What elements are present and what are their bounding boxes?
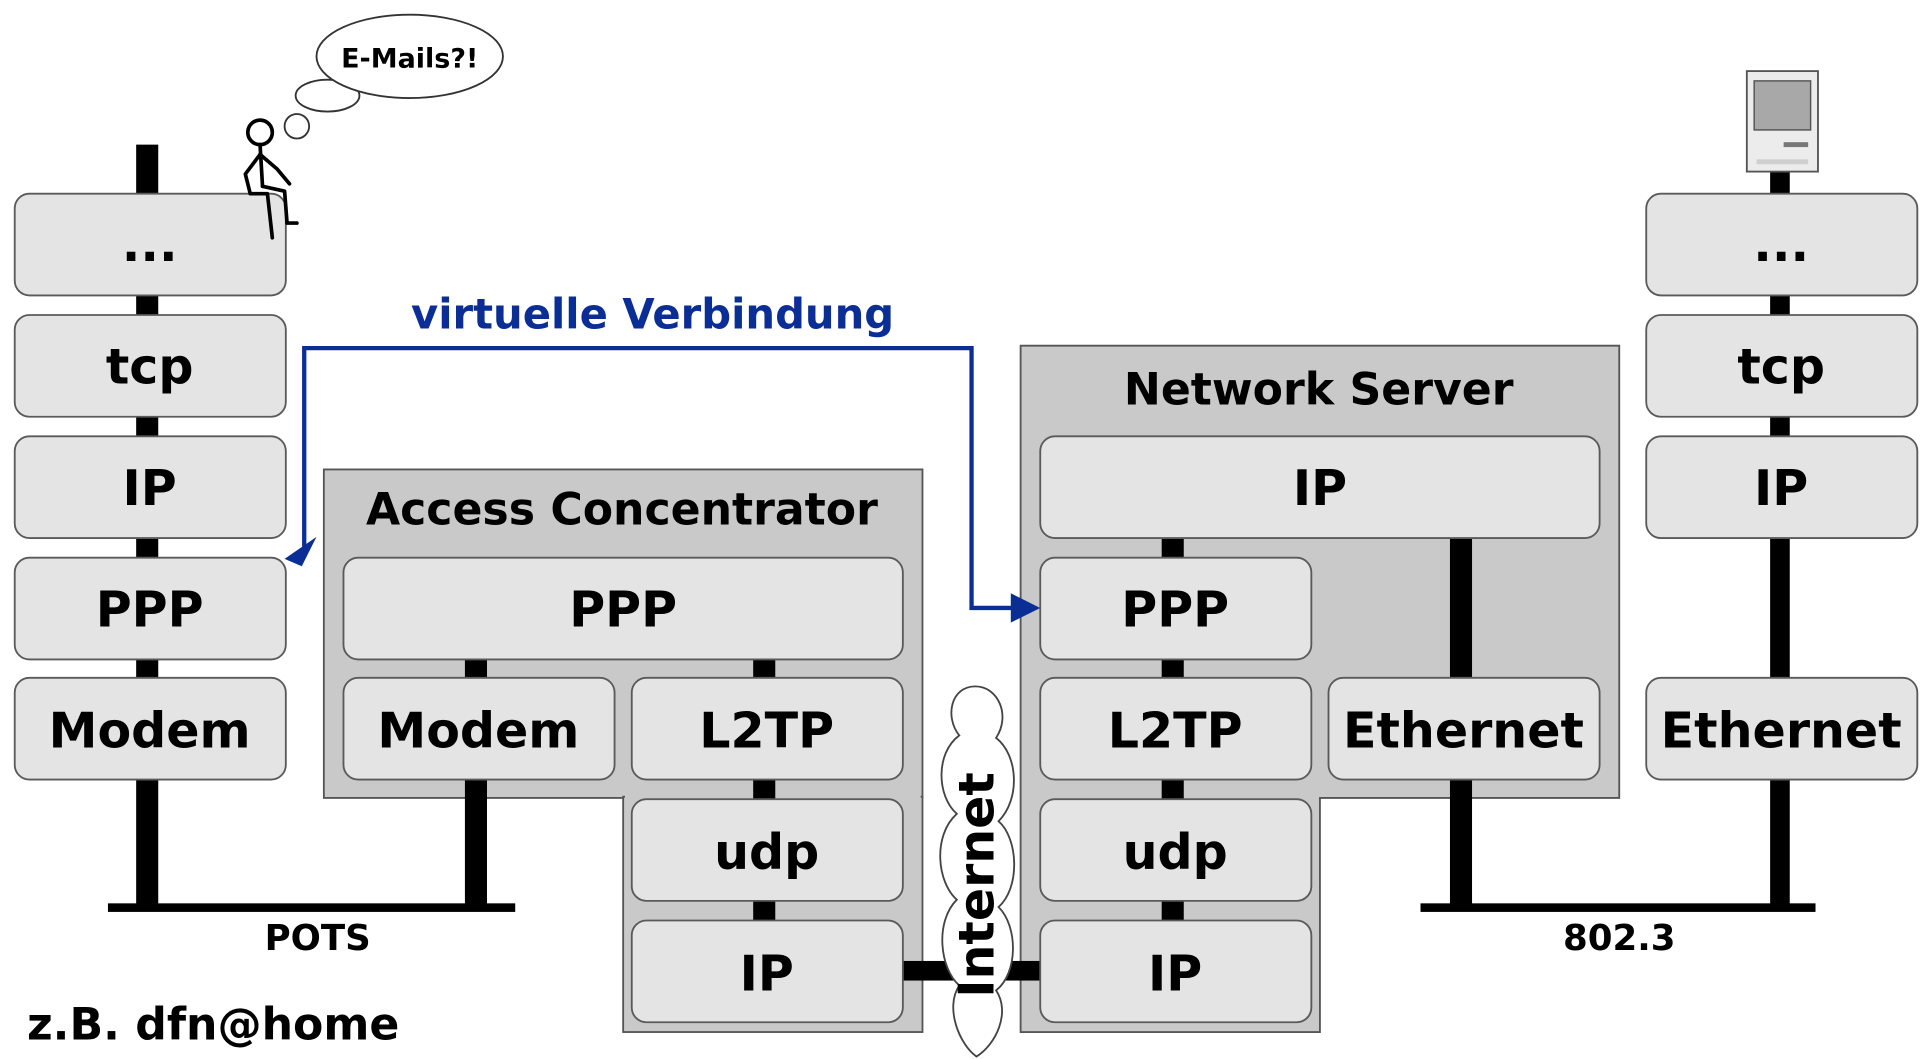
ac-udp-label: udp (714, 823, 819, 881)
ns-ethernet-label: Ethernet (1343, 702, 1584, 760)
client-stack: ... tcp IP PPP Modem (13, 192, 287, 781)
network-server-title: Network Server (1124, 364, 1514, 415)
host-ip-label: IP (1754, 459, 1808, 517)
virtual-connection-label: virtuelle Verbindung (411, 290, 894, 339)
virtual-connection-arrowhead-right (1010, 593, 1041, 623)
ac-ip-label: IP (740, 944, 794, 1002)
client-modem-box (13, 676, 287, 781)
client-tcp-label: tcp (106, 338, 194, 396)
thought-bubble: E-Mails?! (283, 13, 504, 140)
computer-icon (1745, 70, 1819, 173)
client-app-label: ... (122, 215, 178, 273)
ac-modem-box (342, 676, 616, 781)
virtual-connection-line (302, 345, 1026, 611)
client-modem-label: Modem (49, 702, 251, 760)
host-app-label: ... (1753, 215, 1809, 273)
ac-udp-box (630, 798, 904, 902)
ac-l2tp-box (630, 676, 904, 781)
host-app-box (1645, 192, 1919, 297)
access-concentrator: Access Concentrator PPP Modem L2TP udp I… (342, 485, 904, 1024)
footer-caption: z.B. dfn@home (27, 999, 399, 1050)
host-ip-box (1645, 435, 1919, 540)
internet-label: Internet (948, 772, 1006, 998)
ac-modem-label: Modem (377, 702, 579, 760)
virtual-connection: virtuelle Verbindung (284, 290, 1041, 623)
ns-ip-label: IP (1148, 944, 1202, 1002)
lan-line (1420, 903, 1816, 912)
client-ppp-box (13, 556, 287, 661)
access-concentrator-title: Access Concentrator (366, 485, 878, 536)
client-ppp-label: PPP (96, 580, 204, 638)
ns-udp-box (1039, 798, 1313, 902)
host-stack: ... tcp IP Ethernet (1645, 192, 1919, 781)
host-tcp-label: tcp (1737, 338, 1825, 396)
user-figure-icon (243, 118, 299, 240)
ns-l2tp-box (1039, 676, 1313, 781)
host-ethernet-box (1645, 676, 1919, 781)
client-tcp-box (13, 314, 287, 418)
client-ip-box (13, 435, 287, 540)
client-app-box (13, 192, 287, 297)
cloud-outline (939, 685, 1016, 1058)
ac-ppp-box (342, 556, 904, 661)
ac-ppp-label: PPP (569, 580, 677, 638)
lan-label: 802.3 (1563, 918, 1675, 959)
thought-bubble-text: E-Mails?! (341, 43, 478, 74)
ns-ip-box (1039, 919, 1313, 1024)
network-server: Network Server IP PPP L2TP Ethernet udp … (1039, 364, 1601, 1024)
ns-ppp-label: PPP (1121, 580, 1229, 638)
ac-l2tp-label: L2TP (699, 702, 834, 760)
ns-udp-label: udp (1123, 823, 1228, 881)
ns-l2tp-label: L2TP (1108, 702, 1243, 760)
host-ethernet-label: Ethernet (1661, 702, 1902, 760)
internet-cloud: Internet (939, 685, 1016, 1058)
pots-line (107, 903, 516, 912)
virtual-connection-arrowhead-left (284, 536, 317, 567)
pots-label: POTS (265, 918, 371, 959)
ac-ip-box (630, 919, 904, 1024)
ns-ip-top-label: IP (1293, 459, 1347, 517)
ns-ppp-box (1039, 556, 1313, 661)
ns-ip-top-box (1039, 435, 1601, 540)
ns-ethernet-box (1327, 676, 1601, 781)
host-tcp-box (1645, 314, 1919, 418)
client-ip-label: IP (123, 459, 177, 517)
